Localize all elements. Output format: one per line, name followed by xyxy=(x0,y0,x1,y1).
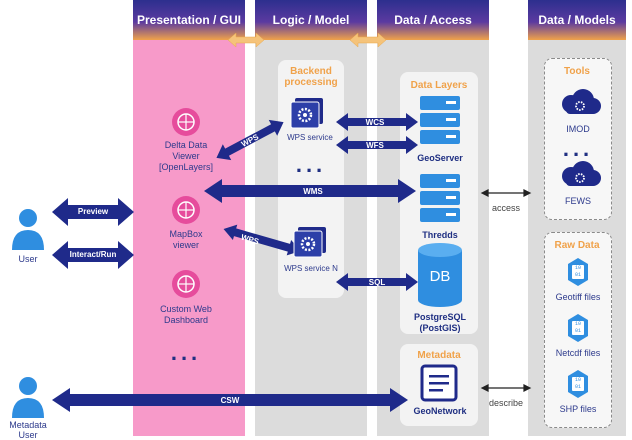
access-label: access xyxy=(491,203,520,213)
backend-label: Backend processing xyxy=(284,66,338,88)
postgres-label: PostgreSQL (PostGIS) xyxy=(413,312,466,333)
presentation-column: Presentation / GUI xyxy=(133,0,245,436)
csw-label: CSW xyxy=(220,396,240,405)
mapbox-label: MapBox viewer xyxy=(169,229,203,250)
logic-data-connector xyxy=(349,32,387,48)
raw-data-label: Raw Data xyxy=(554,240,600,251)
imod-label: IMOD xyxy=(566,124,590,134)
geoserver-label: GeoServer xyxy=(417,153,463,163)
wps-arrow-1 xyxy=(216,119,284,161)
tools-panel xyxy=(544,58,612,220)
shp-label: SHP files xyxy=(559,404,597,414)
db-text: DB xyxy=(429,268,451,285)
netcdf-label: Netcdf files xyxy=(555,348,601,358)
globe-icon-delta xyxy=(172,108,200,136)
gear-icon-wps xyxy=(290,98,323,129)
data-models-header: Data / Models xyxy=(528,0,626,40)
globe-icon-mapbox xyxy=(172,196,200,224)
metadata-user-label: Metadata User xyxy=(9,420,47,440)
shp-file-glyph: 10 01 xyxy=(574,377,581,390)
sql-label: SQL xyxy=(368,278,386,287)
server-icon-thredds xyxy=(420,174,460,222)
interact-arrow xyxy=(52,241,134,269)
wps-service-n-label: WPS service N xyxy=(284,264,338,273)
wcs-label: WCS xyxy=(365,118,385,127)
wps-arrow-2 xyxy=(223,224,301,256)
delta-viewer-label: Delta Data Viewer [OpenLayers] xyxy=(158,140,214,172)
globe-icon-custom xyxy=(172,270,200,298)
user-label: User xyxy=(18,254,38,264)
wcs-arrow xyxy=(336,113,418,131)
preview-arrow xyxy=(52,198,134,226)
gui-logic-connector xyxy=(227,32,265,48)
document-icon-geonetwork xyxy=(420,364,458,402)
gui-more-dots: ... xyxy=(170,340,202,365)
cloud-gear-icon-imod xyxy=(562,89,601,114)
logic-more-dots: ... xyxy=(295,152,327,177)
metadata-user-icon xyxy=(12,377,44,418)
thredds-label: Thredds xyxy=(422,230,458,240)
gear-icon-wps-n xyxy=(293,227,326,258)
data-access-header: Data / Access xyxy=(377,0,489,40)
server-icon-geoserver xyxy=(420,96,460,144)
data-layers-label: Data Layers xyxy=(410,80,468,91)
geotiff-label: Geotiff files xyxy=(555,292,601,302)
logic-header: Logic / Model xyxy=(255,0,367,40)
describe-label: describe xyxy=(488,398,524,408)
tools-more-dots: ... xyxy=(562,136,594,161)
geonetwork-label: GeoNetwork xyxy=(413,406,467,416)
tools-label: Tools xyxy=(564,66,590,77)
wps-service-label: WPS service xyxy=(287,133,333,142)
netcdf-file-glyph: 10 01 xyxy=(574,321,581,334)
user-icon xyxy=(12,209,44,250)
interact-label: Interact/Run xyxy=(69,250,117,259)
sql-arrow xyxy=(336,273,418,291)
csw-arrow xyxy=(52,388,408,412)
wfs-label: WFS xyxy=(366,141,384,150)
wms-arrow xyxy=(204,179,416,203)
preview-label: Preview xyxy=(77,207,109,216)
custom-dashboard-label: Custom Web Dashboard xyxy=(160,304,212,325)
wfs-arrow xyxy=(336,136,418,154)
wms-label: WMS xyxy=(303,187,323,196)
metadata-label: Metadata xyxy=(417,350,461,361)
geotiff-file-glyph: 10 01 xyxy=(574,265,581,278)
fews-label: FEWS xyxy=(565,196,591,206)
cloud-gear-icon-fews xyxy=(562,161,601,186)
presentation-header: Presentation / GUI xyxy=(133,0,245,40)
database-icon xyxy=(418,243,462,307)
